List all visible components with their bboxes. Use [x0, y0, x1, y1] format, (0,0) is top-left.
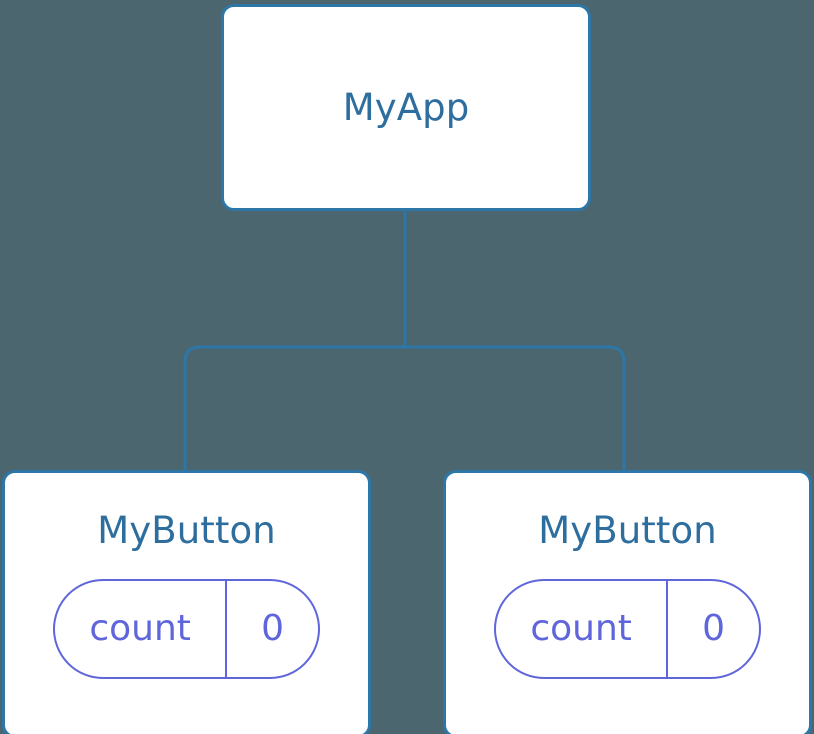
node-child-mybutton-2[interactable]: MyButton count 0: [443, 470, 812, 734]
state-value-label: 0: [702, 608, 726, 649]
node-title: MyApp: [342, 86, 470, 129]
state-key: count: [55, 581, 228, 677]
node-child-mybutton-1[interactable]: MyButton count 0: [2, 470, 371, 734]
state-value: 0: [668, 581, 759, 677]
state-key-label: count: [530, 608, 632, 649]
node-title: MyButton: [538, 509, 717, 552]
state-key: count: [496, 581, 669, 677]
edge-bracket-to-children: [183, 345, 626, 470]
state-value-label: 0: [261, 608, 285, 649]
state-pill[interactable]: count 0: [494, 579, 761, 679]
state-key-label: count: [89, 608, 191, 649]
state-pill[interactable]: count 0: [53, 579, 320, 679]
node-title: MyButton: [97, 509, 276, 552]
node-root-myapp[interactable]: MyApp: [221, 4, 591, 211]
state-value: 0: [227, 581, 318, 677]
